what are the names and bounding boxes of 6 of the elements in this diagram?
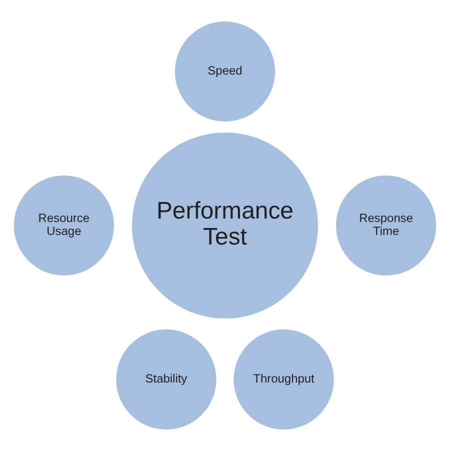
node-circle: Response Time <box>334 172 438 278</box>
node-circle: Resource Usage <box>12 172 116 278</box>
node-circle: Stability <box>114 326 218 432</box>
node-circle: Speed <box>172 18 278 124</box>
node-circle: Throughput <box>232 326 336 432</box>
node-circle: Performance Test <box>130 130 320 320</box>
